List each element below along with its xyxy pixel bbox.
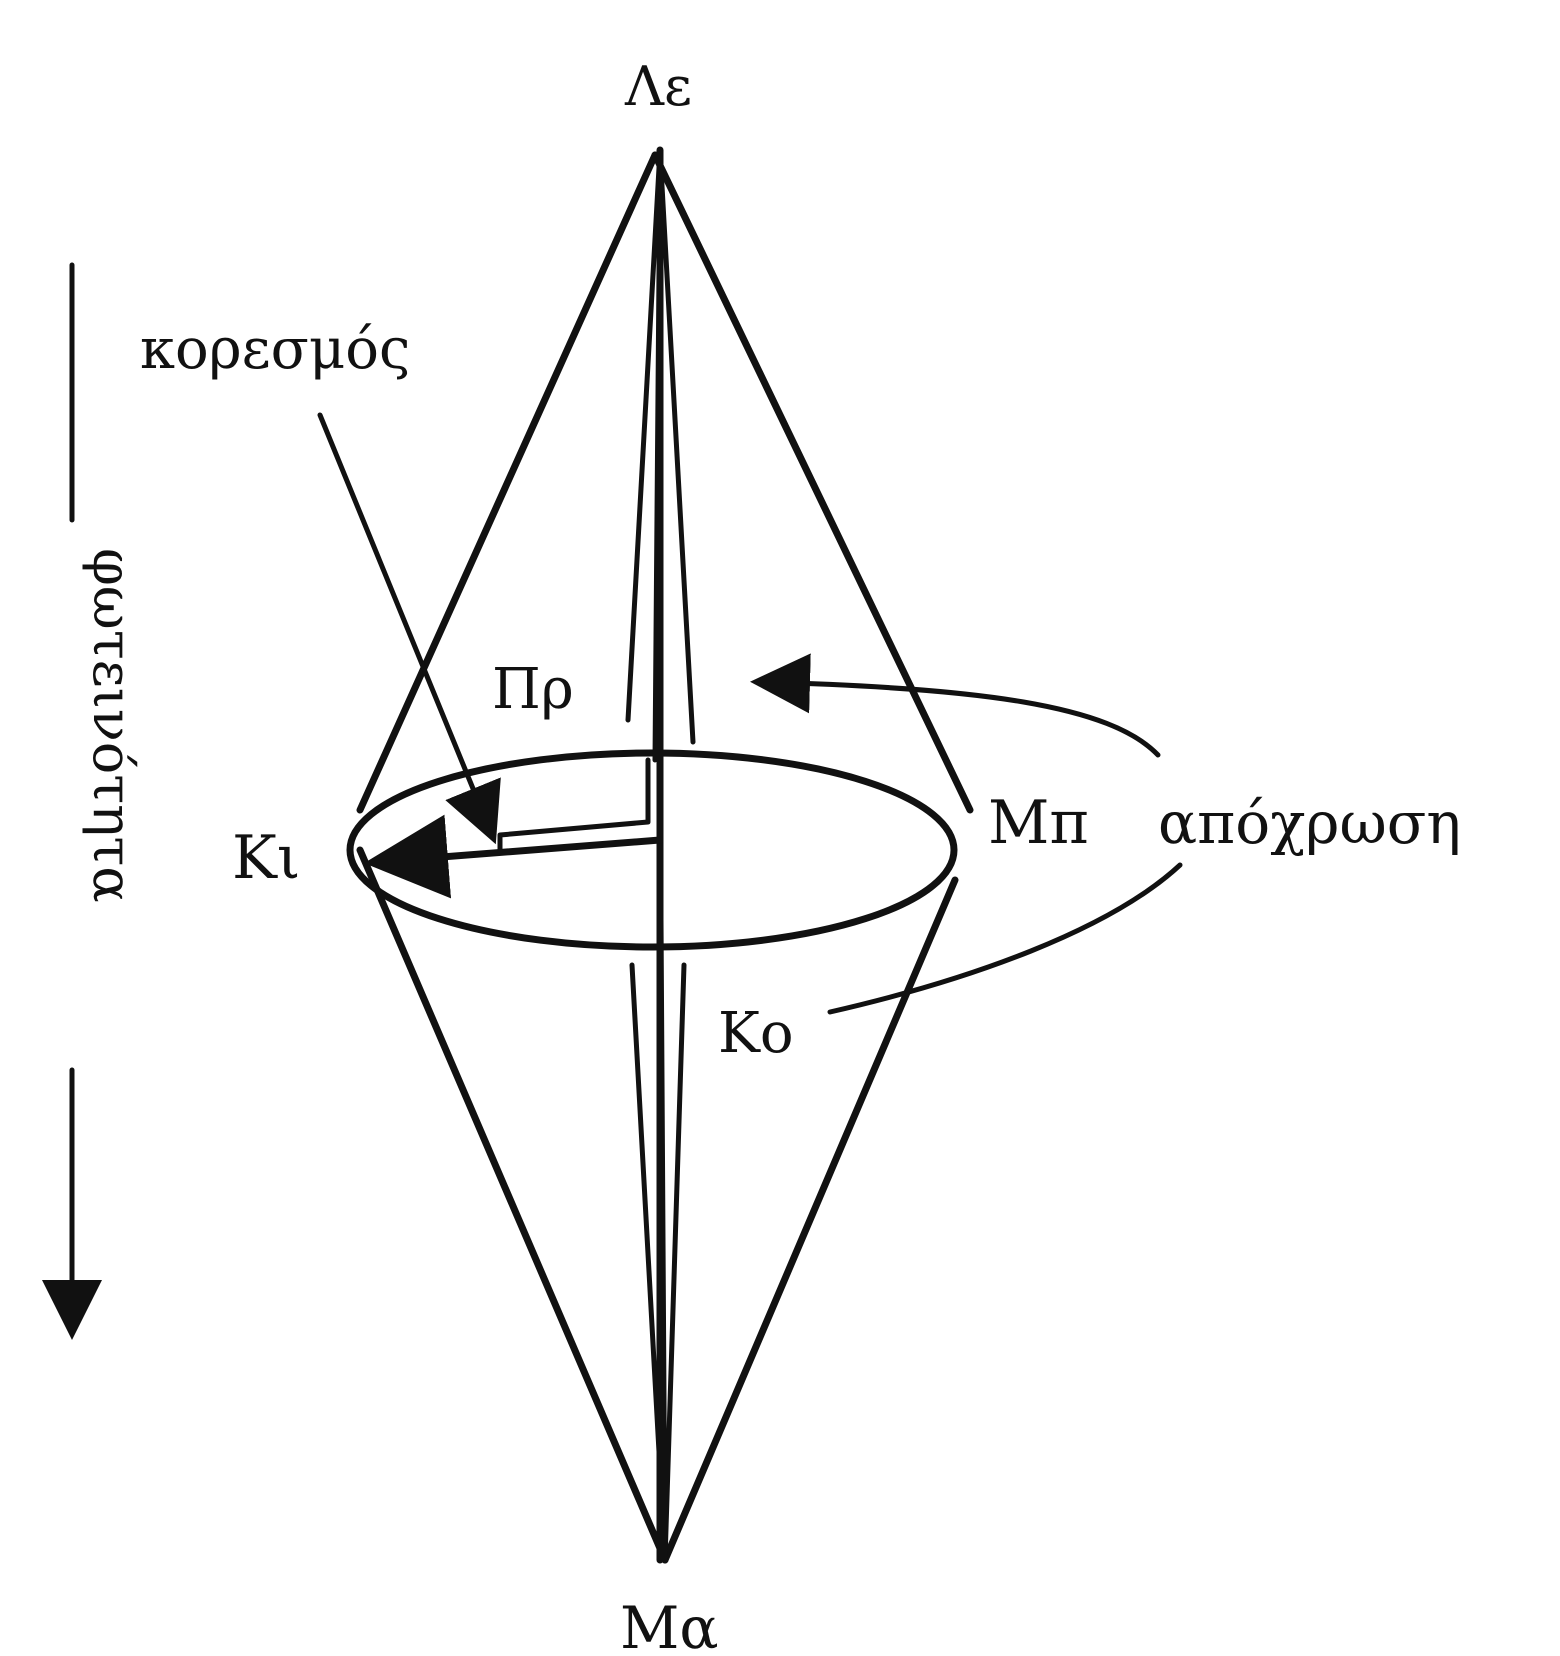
saturation-radius — [317, 412, 664, 899]
left-vertex-label: Κι — [232, 823, 300, 893]
saturation-label: κορεσμός — [140, 317, 410, 382]
lightness-label: φωτεινότητα — [81, 548, 144, 903]
radius-line — [364, 814, 664, 899]
top-vertex-label: Λε — [624, 55, 692, 118]
upper-axis-label: Πρ — [492, 657, 574, 722]
hue-arrow — [750, 653, 1183, 1015]
hue-label: απόχρωση — [1158, 789, 1461, 857]
lower-axis-label: Κο — [718, 1001, 794, 1066]
lower-left-edge — [356, 846, 669, 1564]
upper-left-edge — [356, 151, 659, 814]
saturation-pointer — [317, 412, 501, 845]
upper-right-edge — [651, 151, 974, 814]
right-vertex-label: Μπ — [988, 788, 1089, 858]
hue-arrow-lower — [827, 862, 1183, 1015]
lightness-axis — [625, 146, 696, 1564]
hue-arrow-upper — [750, 653, 1161, 758]
lower-right-edge — [661, 876, 959, 1564]
right-angle-marker — [497, 757, 651, 855]
bottom-vertex-label: Μα — [620, 1594, 719, 1656]
hue-circle — [346, 749, 958, 951]
